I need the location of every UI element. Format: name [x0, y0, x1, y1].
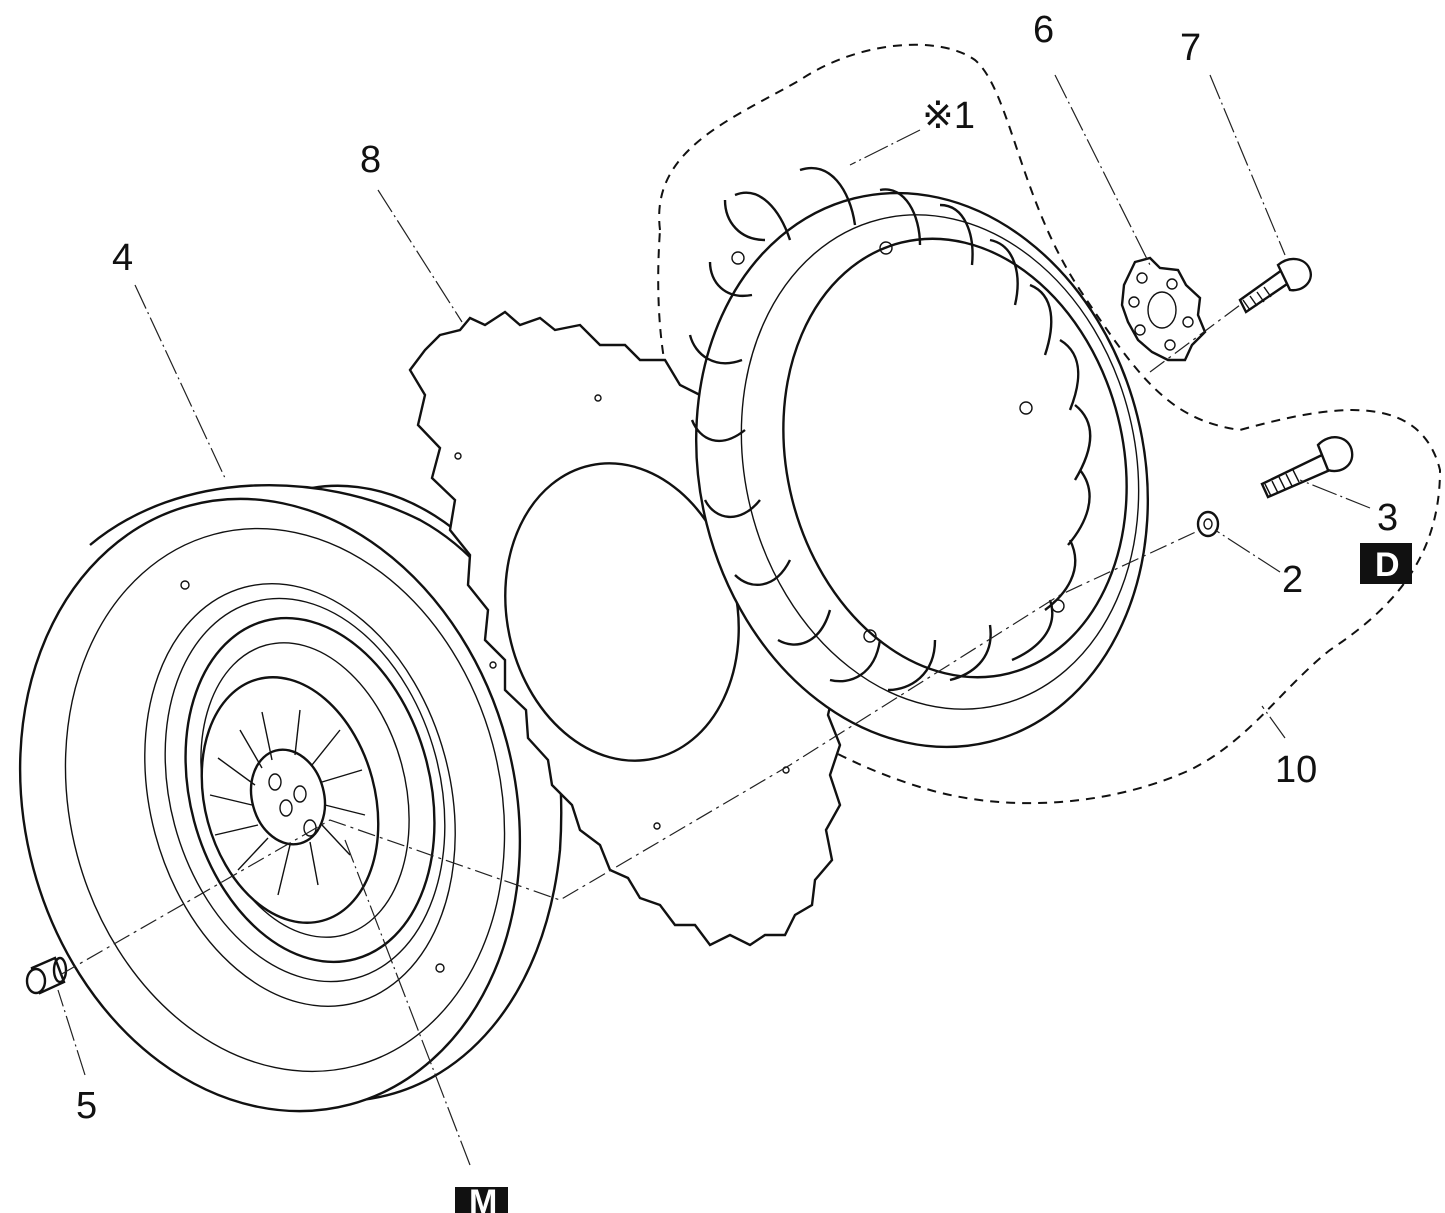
- part-5-sleeve: [25, 956, 68, 995]
- callout-6: 6: [1033, 9, 1054, 51]
- svg-text:M: M: [469, 1183, 497, 1213]
- leader-m: [344, 839, 471, 1166]
- leader-4: [134, 284, 226, 479]
- callout-4: 4: [112, 237, 133, 279]
- badge-d: D: [1360, 543, 1412, 584]
- badge-m: M: [455, 1183, 508, 1213]
- leader-8: [377, 189, 463, 323]
- leader-10: [1261, 705, 1286, 739]
- part-1-cooling-fan: [688, 167, 1150, 749]
- part-7-bolt: [1238, 257, 1312, 314]
- leader-7: [1209, 74, 1286, 256]
- leader-2: [1214, 529, 1281, 573]
- callout-10: 10: [1275, 749, 1317, 791]
- leader-1: [849, 129, 921, 166]
- leader-6: [1054, 74, 1151, 266]
- part-4-wheel: [18, 483, 564, 1113]
- assembly-axis-main: [59, 529, 1201, 976]
- leader-3: [1299, 479, 1371, 509]
- callout-5: 5: [76, 1085, 97, 1127]
- part-3-bolt: [1260, 436, 1354, 499]
- callout-7: 7: [1180, 27, 1201, 69]
- part-6-star-plate: [1120, 256, 1207, 362]
- callout-2: 2: [1282, 559, 1303, 601]
- callout-3: 3: [1377, 497, 1398, 539]
- callout-1: ※1: [922, 95, 975, 137]
- assembly-axis-upper: [1149, 304, 1241, 373]
- svg-text:D: D: [1375, 546, 1400, 584]
- leader-5: [57, 989, 86, 1076]
- part-2-washer: [1196, 510, 1220, 538]
- callout-8: 8: [360, 139, 381, 181]
